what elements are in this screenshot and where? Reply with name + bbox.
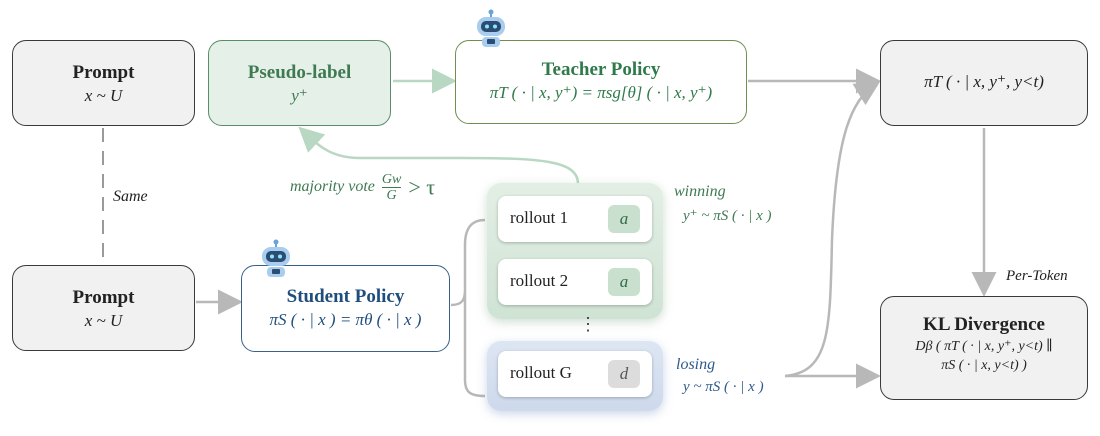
pseudo-label-title: Pseudo-label bbox=[247, 62, 352, 83]
prompt-expr: x ~ U bbox=[84, 311, 123, 330]
rollout-answer: a bbox=[608, 205, 640, 233]
rollout-label: rollout G bbox=[510, 363, 572, 382]
majority-vote-arrow bbox=[298, 126, 580, 185]
robot-icon bbox=[477, 9, 505, 47]
prompt-title: Prompt bbox=[72, 287, 135, 308]
teacher-output-box: πT ( · | x, y⁺, y<t) bbox=[880, 40, 1088, 126]
student-title: Student Policy bbox=[286, 286, 405, 307]
majority-vote-label: majority vote Gw G > τ bbox=[290, 172, 435, 203]
robot-icon bbox=[262, 239, 290, 277]
teacher-output-expr: πT ( · | x, y⁺, y<t) bbox=[924, 72, 1044, 91]
per-token-label: Per-Token bbox=[1006, 268, 1068, 284]
pseudo-label-expr: y⁺ bbox=[291, 86, 308, 105]
rollout-bracket bbox=[450, 218, 486, 398]
rollout-label: rollout 2 bbox=[510, 271, 569, 290]
fraction-numerator: Gw bbox=[381, 172, 402, 187]
kl-expr-line1: Dβ ( πT ( · | x, y⁺, y<t) ∥ bbox=[915, 339, 1053, 354]
student-policy-box: Student Policy πS ( · | x ) = πθ ( · | x… bbox=[241, 265, 450, 352]
winning-expr: y⁺ ~ πS ( · | x ) bbox=[683, 208, 772, 224]
rollout-answer: a bbox=[608, 268, 640, 296]
fraction-denominator: G bbox=[381, 187, 402, 203]
kl-expr-line2: πS ( · | x, y<t) ) bbox=[941, 358, 1027, 373]
prompt-title: Prompt bbox=[72, 62, 135, 83]
kl-divergence-box: KL Divergence Dβ ( πT ( · | x, y⁺, y<t) … bbox=[880, 296, 1088, 400]
losing-expr: y ~ πS ( · | x ) bbox=[683, 379, 764, 395]
teacher-expr: πT ( · | x, y⁺) = πsg[θ] ( · | x, y⁺) bbox=[489, 83, 713, 102]
pseudo-label-box: Pseudo-label y⁺ bbox=[208, 40, 391, 126]
rollout-ellipsis: ⋮ bbox=[579, 314, 597, 334]
losing-to-output-arrow bbox=[784, 81, 881, 378]
vote-fraction: Gw G bbox=[381, 172, 402, 203]
rollout-label: rollout 1 bbox=[510, 208, 569, 227]
teacher-policy-box: Teacher Policy πT ( · | x, y⁺) = πsg[θ] … bbox=[455, 40, 747, 124]
rollout-answer: d bbox=[608, 360, 640, 388]
same-label: Same bbox=[113, 188, 148, 205]
threshold: > τ bbox=[408, 174, 436, 200]
majority-vote-text: majority vote bbox=[290, 178, 375, 196]
student-expr: πS ( · | x ) = πθ ( · | x ) bbox=[269, 310, 422, 329]
teacher-title: Teacher Policy bbox=[541, 59, 661, 80]
rollout-card: rollout G d bbox=[498, 351, 652, 397]
prompt-expr: x ~ U bbox=[84, 86, 123, 105]
winning-label: winning bbox=[674, 183, 726, 200]
rollout-card: rollout 1 a bbox=[498, 196, 652, 242]
kl-title: KL Divergence bbox=[923, 314, 1045, 335]
rollout-card: rollout 2 a bbox=[498, 259, 652, 305]
prompt-box-top: Prompt x ~ U bbox=[12, 40, 195, 126]
losing-label: losing bbox=[676, 356, 716, 373]
prompt-box-bottom: Prompt x ~ U bbox=[12, 265, 195, 351]
